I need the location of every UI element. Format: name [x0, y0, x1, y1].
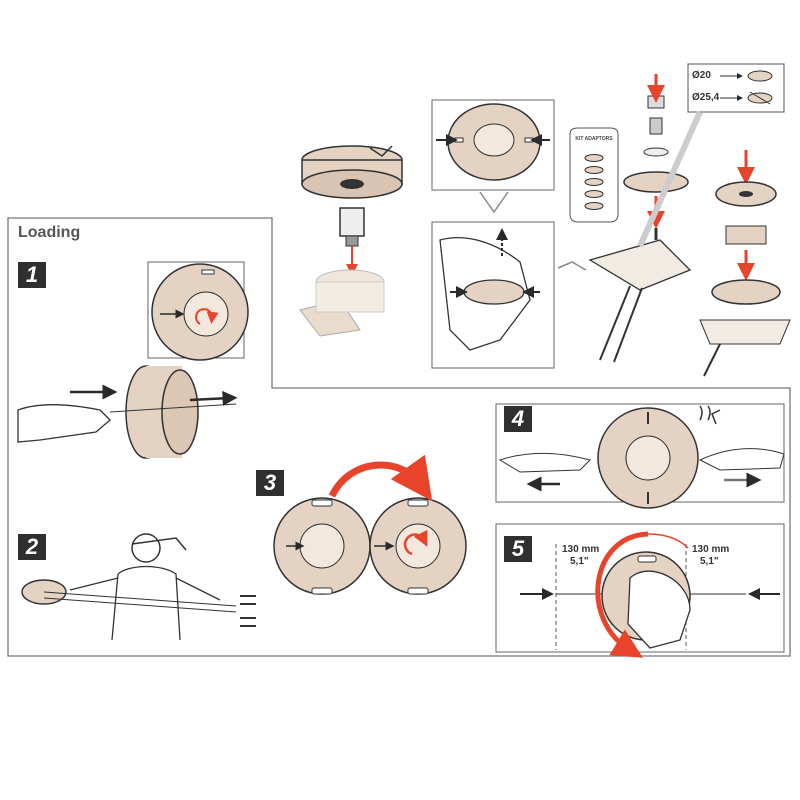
down-chevron: [479, 191, 509, 214]
step-5-badge: 5: [504, 536, 532, 562]
trimmer-head-base: [299, 269, 385, 337]
step4-disk-pull: [498, 405, 785, 509]
step-2-badge: 2: [18, 534, 46, 560]
kit-adaptors-label: KIT ADAPTORS: [575, 136, 613, 142]
top-spool-illustration: [301, 145, 403, 199]
loading-frame: [7, 217, 791, 657]
step3-disks: [273, 454, 467, 595]
bolt-illustration: [339, 207, 365, 276]
step-1-badge: 1: [18, 262, 46, 288]
press-tabs-box: [431, 99, 555, 191]
step5-disk-trim: [520, 531, 780, 658]
step1-hand-spool: [17, 365, 238, 459]
measure-left-mm: 130 mm: [562, 544, 600, 555]
step-4-badge: 4: [504, 406, 532, 432]
right-chevron: [557, 261, 587, 271]
hand-press-box: [431, 221, 555, 369]
press-tabs-disk: [436, 103, 550, 181]
step-3-badge: 3: [256, 470, 284, 496]
hand-press-illustration: [439, 228, 540, 351]
measure-right-mm: 130 mm: [692, 544, 730, 555]
measure-right-in: 5,1": [700, 556, 719, 567]
step2-person-winding: [21, 533, 256, 641]
right-spool-stack: [699, 150, 791, 377]
measure-left-in: 5,1": [570, 556, 589, 567]
section-title: Loading: [18, 224, 81, 241]
diameter-20-label: Ø20: [692, 70, 711, 81]
diameter-25-label: Ø25,4: [692, 92, 720, 103]
step1-detail-disk: [151, 263, 249, 361]
kit-adaptors-balloon: [569, 127, 619, 223]
diameter-balloon: [637, 63, 785, 248]
